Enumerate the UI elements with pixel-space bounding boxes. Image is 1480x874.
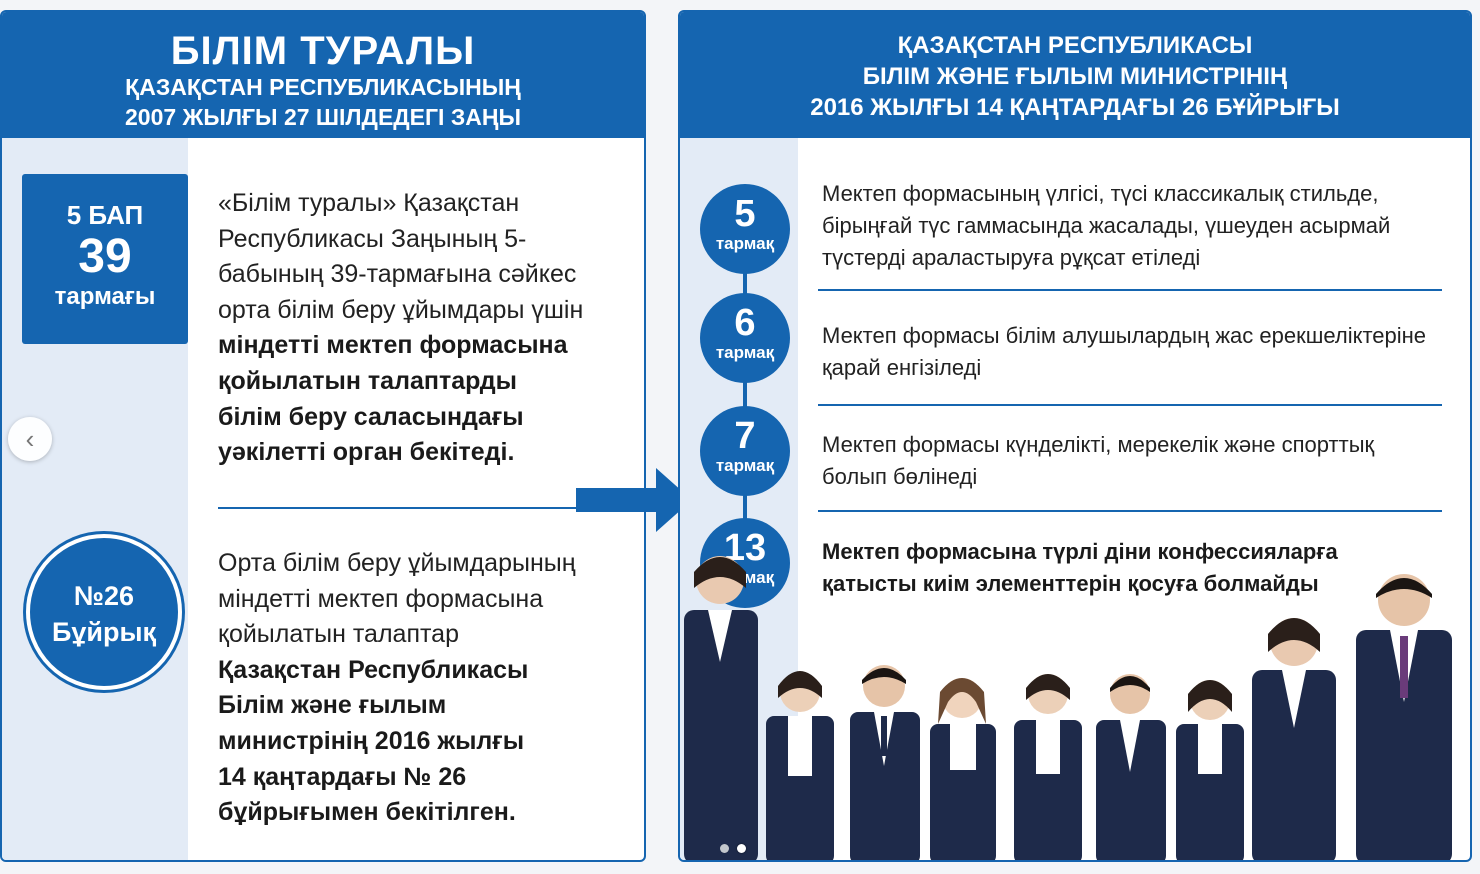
clause-divider xyxy=(818,404,1442,406)
article-label: 5 БАП xyxy=(66,200,144,230)
clause-text-7: Мектеп формасы күнделікті, мерекелік жән… xyxy=(822,429,1452,493)
article-text-line: бабының 39-тармағына сәйкес xyxy=(218,260,577,289)
clause-text-line: Мектеп формасының үлгісі, түсі классикал… xyxy=(822,181,1379,206)
clause-text-line: болып бөлінеді xyxy=(822,464,978,489)
clause-divider xyxy=(818,289,1442,291)
article-text-bold-line: қойылатын талаптарды xyxy=(218,366,517,395)
article-text-line: «Білім туралы» Қазақстан xyxy=(218,189,520,217)
article-text: «Білім туралы» Қазақстан Республикасы За… xyxy=(218,186,628,471)
article-text-line: орта білім беру ұйымдары үшін xyxy=(218,295,584,324)
clause-badge-5: 5 тармақ xyxy=(700,184,790,274)
article-text-bold-line: уәкілетті орган бекітеді. xyxy=(218,438,515,467)
order-number: №26 xyxy=(73,581,135,611)
clause-number: 7 xyxy=(734,415,756,457)
law-title: БІЛІМ ТУРАЛЫ xyxy=(170,29,476,73)
law-header: БІЛІМ ТУРАЛЫ ҚАЗАҚСТАН РЕСПУБЛИКАСЫНЫҢ 2… xyxy=(2,12,644,138)
clause-text-line: түстерді араластыруға рұқсат етіледі xyxy=(822,245,1201,270)
clause-text-5: Мектеп формасының үлгісі, түсі классикал… xyxy=(822,178,1452,274)
clause-text-line: қатысты киім элементтерін қосуға болмайд… xyxy=(822,571,1319,596)
clause-divider xyxy=(818,510,1442,512)
order-badge: №26 Бұйрық xyxy=(26,534,182,690)
clause-text-line: Мектеп формасына түрлі діни конфессиялар… xyxy=(822,539,1338,564)
clause-number: 6 xyxy=(734,302,756,344)
order-text-bold-line: бұйрығымен бекітілген. xyxy=(218,798,516,827)
article-clause-label: тармағы xyxy=(54,283,156,310)
article-text-line: Республикасы Заңының 5- xyxy=(218,224,527,253)
order-title-2: БІЛІМ ЖӘНЕ ҒЫЛЫМ МИНИСТРІНІҢ xyxy=(862,63,1288,90)
clause-label: тармақ xyxy=(715,343,775,362)
clause-connector xyxy=(743,230,747,550)
carousel-dots xyxy=(720,844,746,853)
article-text-bold-line: міндетті мектеп формасына xyxy=(218,331,568,360)
order-title-3: 2016 ЖЫЛҒЫ 14 ҚАҢТАРДАҒЫ 26 БҰЙРЫҒЫ xyxy=(810,94,1340,121)
section-divider xyxy=(218,507,590,509)
order-text: Орта білім беру ұйымдарының міндетті мек… xyxy=(218,546,628,831)
order-text-line: міндетті мектеп формасына xyxy=(218,584,544,613)
order-text-bold-line: министрінің 2016 жылғы xyxy=(218,726,525,755)
article-clause-number: 39 xyxy=(78,230,132,283)
clause-badge-7: 7 тармақ xyxy=(700,406,790,496)
order-title-1: ҚАЗАҚСТАН РЕСПУБЛИКАСЫ xyxy=(897,32,1253,59)
carousel-dot-active[interactable] xyxy=(737,844,746,853)
carousel-prev-button[interactable]: ‹ xyxy=(8,417,52,461)
law-panel: БІЛІМ ТУРАЛЫ ҚАЗАҚСТАН РЕСПУБЛИКАСЫНЫҢ 2… xyxy=(0,10,646,862)
order-text-line: қойылатын талаптар xyxy=(218,620,459,649)
clause-number: 5 xyxy=(734,193,756,235)
clause-text-line: қарай енгізіледі xyxy=(822,355,982,380)
clause-text-line: бірыңғай түс гаммасында жасалады, үшеуде… xyxy=(822,213,1391,238)
clause-text-line: Мектеп формасы білім алушылардың жас ере… xyxy=(822,323,1427,348)
law-subtitle-2: 2007 ЖЫЛҒЫ 27 ШІЛДЕДЕГІ ЗАҢЫ xyxy=(125,104,521,130)
clause-text-13: Мектеп формасына түрлі діни конфессиялар… xyxy=(822,536,1342,600)
clause-text-6: Мектеп формасы білім алушылардың жас ере… xyxy=(822,320,1452,384)
clause-text-line: Мектеп формасы күнделікті, мерекелік жән… xyxy=(822,432,1375,457)
article-box: 5 БАП 39 тармағы xyxy=(22,174,188,344)
order-text-bold-line: 14 қаңтардағы № 26 xyxy=(218,762,467,791)
order-header: ҚАЗАҚСТАН РЕСПУБЛИКАСЫ БІЛІМ ЖӘНЕ ҒЫЛЫМ … xyxy=(680,12,1470,138)
order-text-bold-line: Білім және ғылым xyxy=(218,691,447,720)
article-text-bold-line: білім беру саласындағы xyxy=(218,402,524,431)
order-text-bold-line: Қазақстан Республикасы xyxy=(218,655,529,684)
students-in-uniform-image xyxy=(684,556,1452,860)
law-subtitle-1: ҚАЗАҚСТАН РЕСПУБЛИКАСЫНЫҢ xyxy=(125,74,521,100)
connecting-arrow-icon xyxy=(576,468,692,532)
carousel-dot[interactable] xyxy=(720,844,729,853)
clause-label: тармақ xyxy=(715,234,775,253)
clause-badge-6: 6 тармақ xyxy=(700,293,790,383)
chevron-left-icon: ‹ xyxy=(25,423,35,454)
clause-label: тармақ xyxy=(715,456,775,475)
order-text-line: Орта білім беру ұйымдарының xyxy=(218,549,576,577)
order-label: Бұйрық xyxy=(51,617,157,647)
order-panel: ҚАЗАҚСТАН РЕСПУБЛИКАСЫ БІЛІМ ЖӘНЕ ҒЫЛЫМ … xyxy=(678,10,1472,862)
